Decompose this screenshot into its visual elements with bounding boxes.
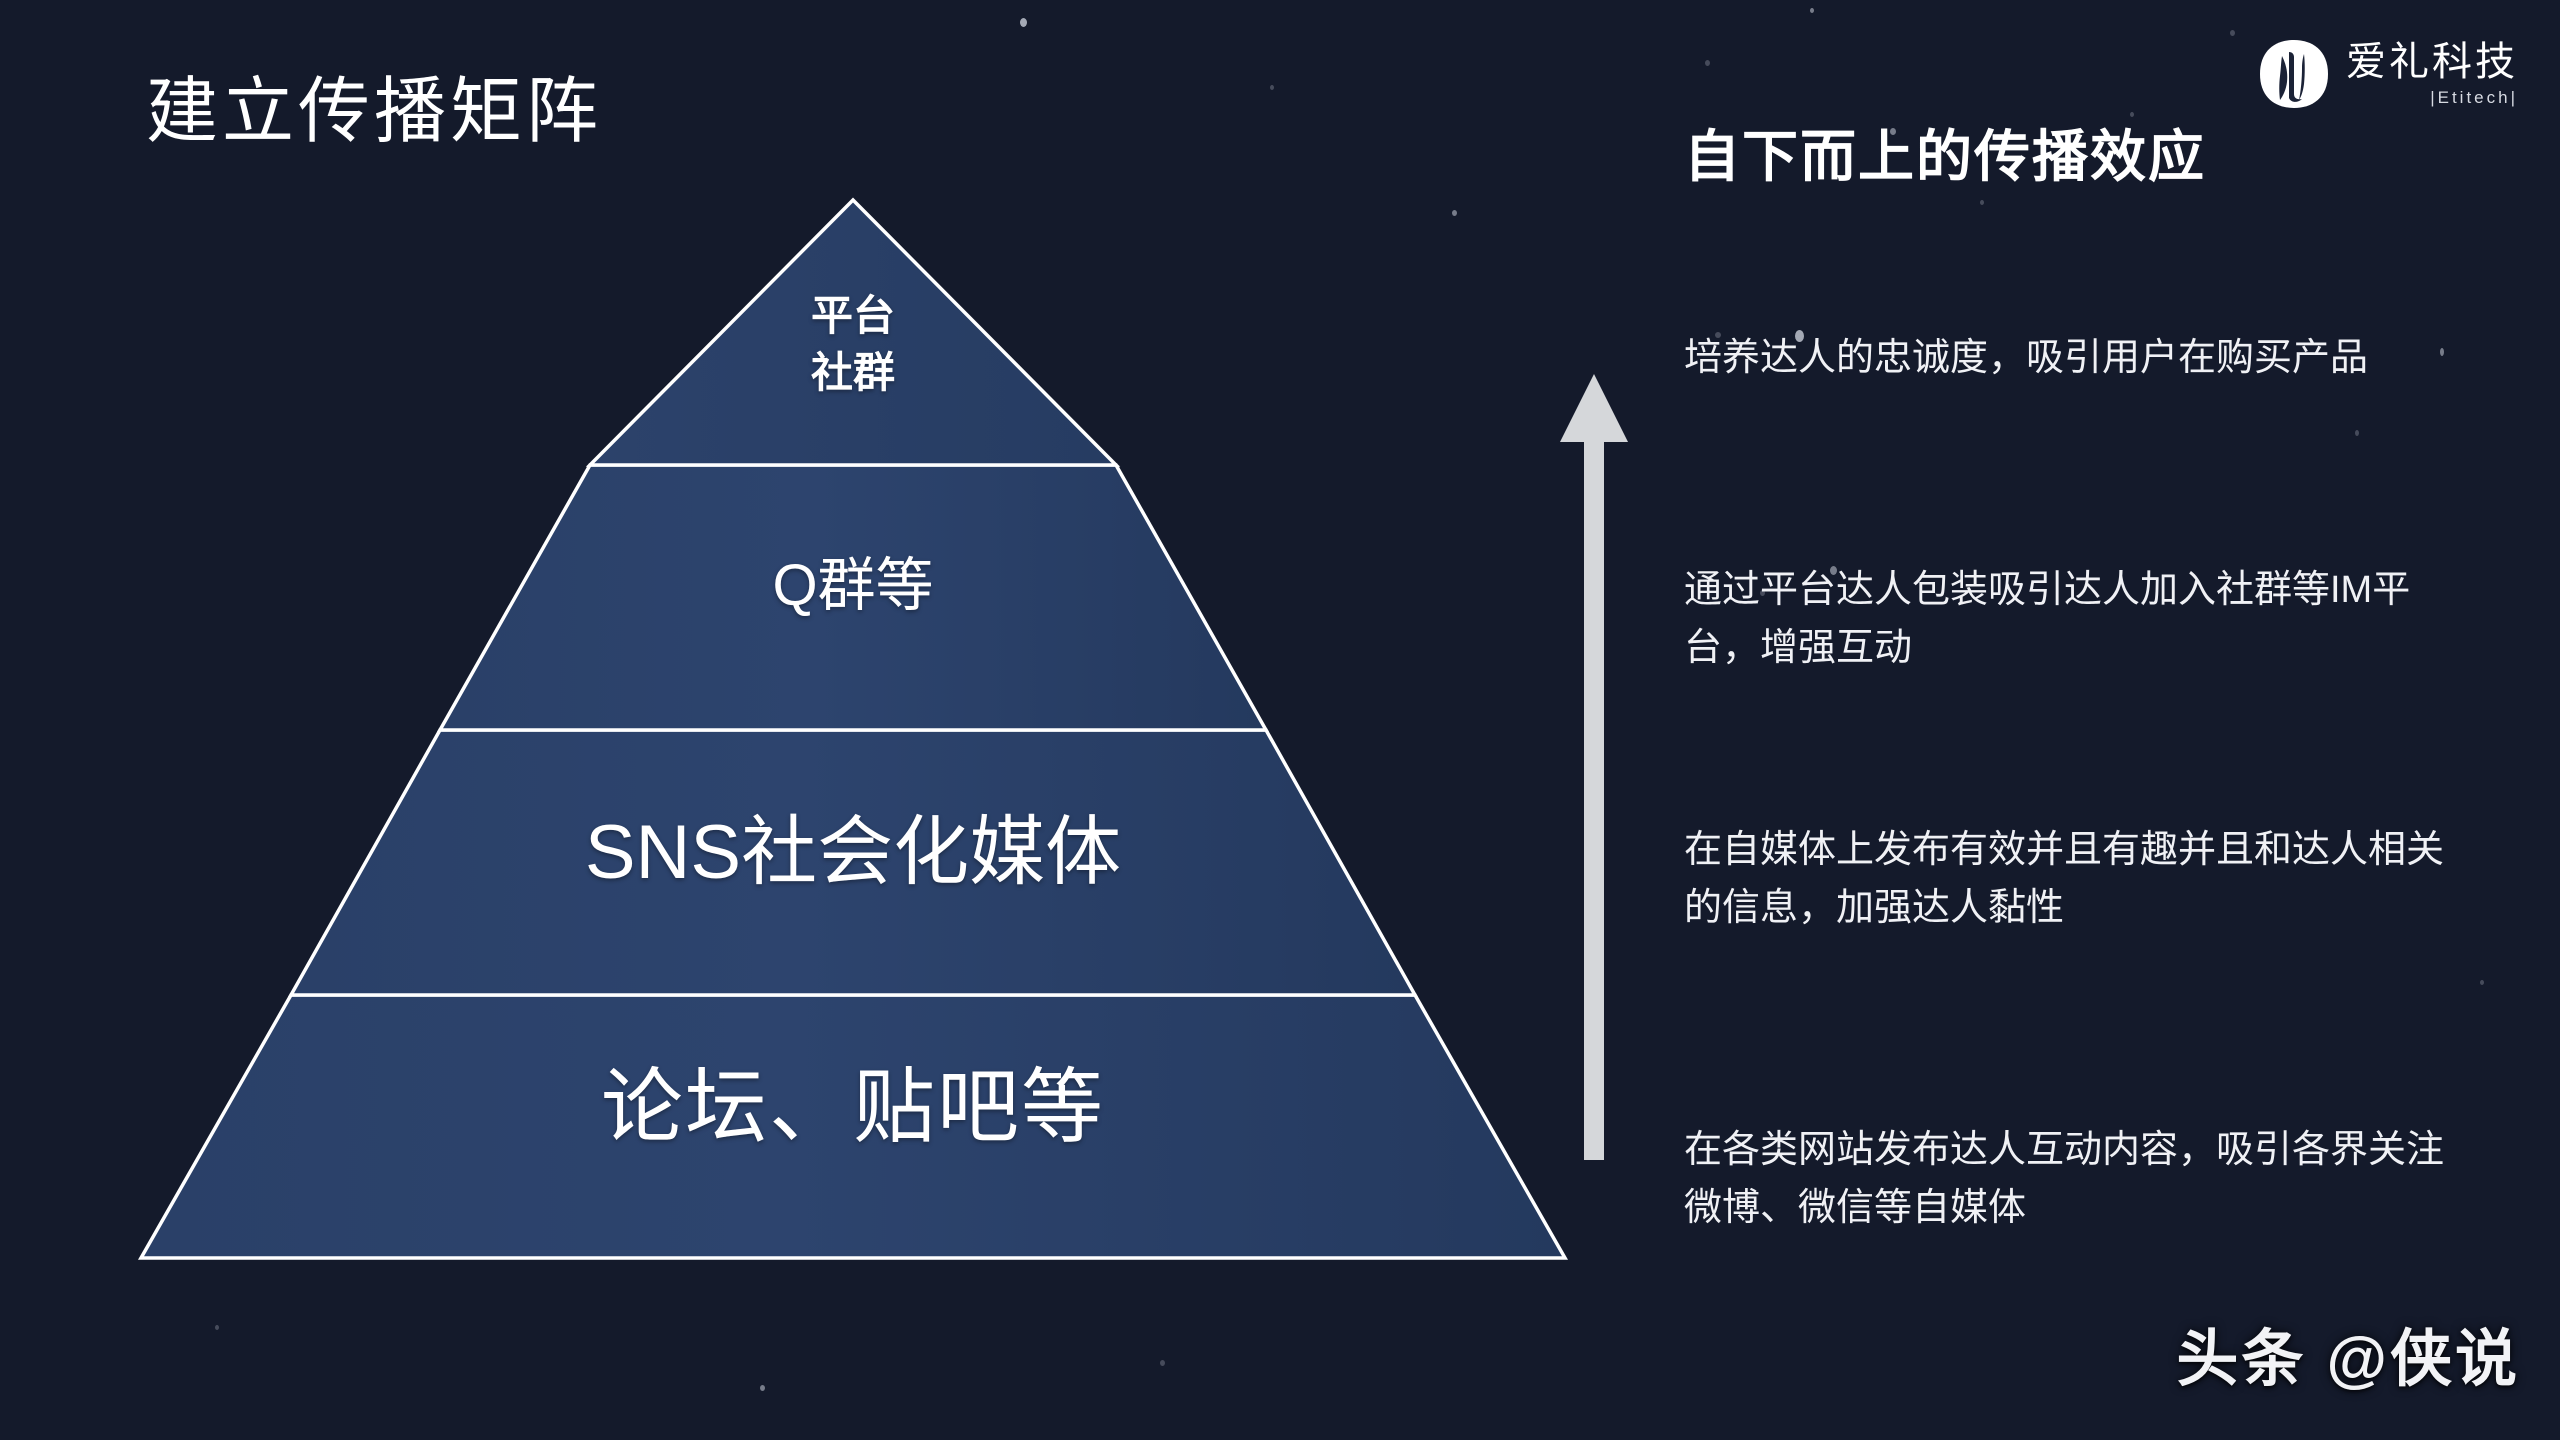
explanation-note-2: 通过平台达人包装吸引达人加入社群等IM平台，增强互动 <box>1684 569 2411 669</box>
pyramid-diagram: 平台 社群 Q群等 SNS社会化媒体 论坛、贴吧等 <box>137 197 1569 1260</box>
etitech-monogram-icon <box>2258 38 2330 110</box>
logo-name-en: |Etitech| <box>2430 88 2518 107</box>
explanation-column: 自下而上的传播效应 培养达人的忠诚度，吸引用户在购买产品 通过平台达人包装吸引达… <box>1672 0 2502 1440</box>
explanation-note-3: 在自媒体上发布有效并且有趣并且和达人相关的信息，加强达人黏性 <box>1684 829 2445 929</box>
page-title: 建立传播矩阵 <box>146 72 603 152</box>
logo-name-cn: 爱礼科技 <box>2346 40 2518 84</box>
explanation-note-1: 培养达人的忠诚度，吸引用户在购买产品 <box>1684 337 2369 379</box>
pyramid-tier-3 <box>288 728 1418 997</box>
brand-logo: 爱礼科技 |Etitech| <box>2258 38 2518 110</box>
section-heading: 自下而上的传播效应 <box>1684 125 2206 188</box>
explanation-note-4: 在各类网站发布达人互动内容，吸引各界关注微博、微信等自媒体 <box>1684 1129 2445 1229</box>
arrow-up-icon <box>1556 370 1632 1160</box>
pyramid-tier-1 <box>585 197 1121 467</box>
watermark: 头条 @侠说 <box>2176 1325 2520 1394</box>
pyramid-tier-4 <box>137 993 1569 1260</box>
logo-text: 爱礼科技 |Etitech| <box>2346 42 2518 106</box>
pyramid-tier-2 <box>436 463 1270 732</box>
